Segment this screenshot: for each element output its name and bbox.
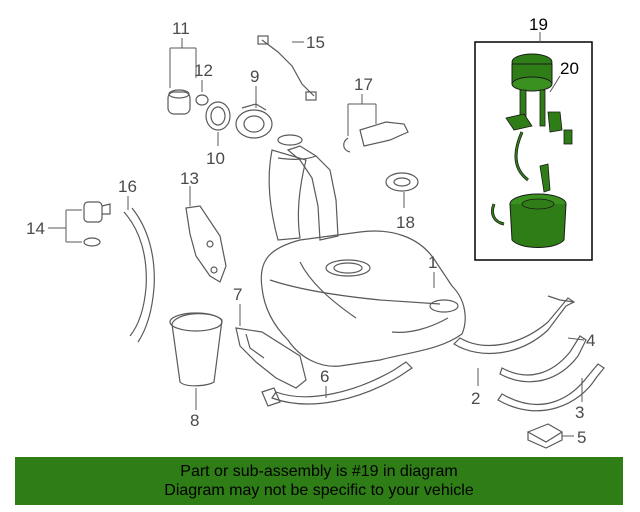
banner-line-2: Diagram may not be specific to your vehi… xyxy=(164,482,474,499)
callout-labels: 1 2 3 4 5 6 7 8 9 10 11 12 13 14 15 16 1… xyxy=(26,15,595,447)
gasket-10 xyxy=(205,101,231,131)
fuel-pump-assembly xyxy=(490,53,573,248)
callout-17: 17 xyxy=(354,75,373,94)
bracket-13 xyxy=(185,205,227,283)
callout-7: 7 xyxy=(233,285,242,304)
tank-straps xyxy=(261,295,605,412)
highlight-box-19 xyxy=(474,41,593,261)
sensor-17 xyxy=(343,121,409,153)
seal-ring-9 xyxy=(235,103,273,139)
o-ring-12 xyxy=(195,94,209,106)
callout-3: 3 xyxy=(575,403,584,422)
callout-4: 4 xyxy=(586,331,595,350)
bracket-5 xyxy=(526,423,564,449)
callout-10: 10 xyxy=(206,149,225,168)
callout-1: 1 xyxy=(428,253,437,272)
callout-9: 9 xyxy=(250,67,259,86)
wire-harness-15 xyxy=(257,35,317,101)
info-banner: Part or sub-assembly is #19 in diagram D… xyxy=(15,457,623,505)
callout-5: 5 xyxy=(577,428,586,447)
callout-12: 12 xyxy=(194,61,213,80)
canister-cover xyxy=(169,312,223,387)
banner-line-1: Part or sub-assembly is #19 in diagram xyxy=(180,463,458,480)
callout-20: 20 xyxy=(560,59,579,78)
parts-diagram: 1 2 3 4 5 6 7 8 9 10 11 12 13 14 15 16 1… xyxy=(26,15,605,449)
callout-11: 11 xyxy=(172,19,190,38)
callout-14: 14 xyxy=(26,219,45,238)
heat-shield xyxy=(235,327,307,389)
callout-16: 16 xyxy=(118,177,137,196)
hose-16 xyxy=(123,207,155,343)
callout-13: 13 xyxy=(180,169,199,188)
valve-14 xyxy=(83,201,111,247)
callout-19: 19 xyxy=(529,15,548,34)
leader-lines xyxy=(48,32,585,437)
callout-8: 8 xyxy=(190,411,199,430)
callout-18: 18 xyxy=(396,213,415,232)
callout-2: 2 xyxy=(471,389,480,408)
grommet-18 xyxy=(385,172,419,192)
cap-11 xyxy=(167,89,191,115)
callout-15: 15 xyxy=(306,33,325,52)
callout-6: 6 xyxy=(320,367,329,386)
fuel-tank xyxy=(260,134,466,367)
